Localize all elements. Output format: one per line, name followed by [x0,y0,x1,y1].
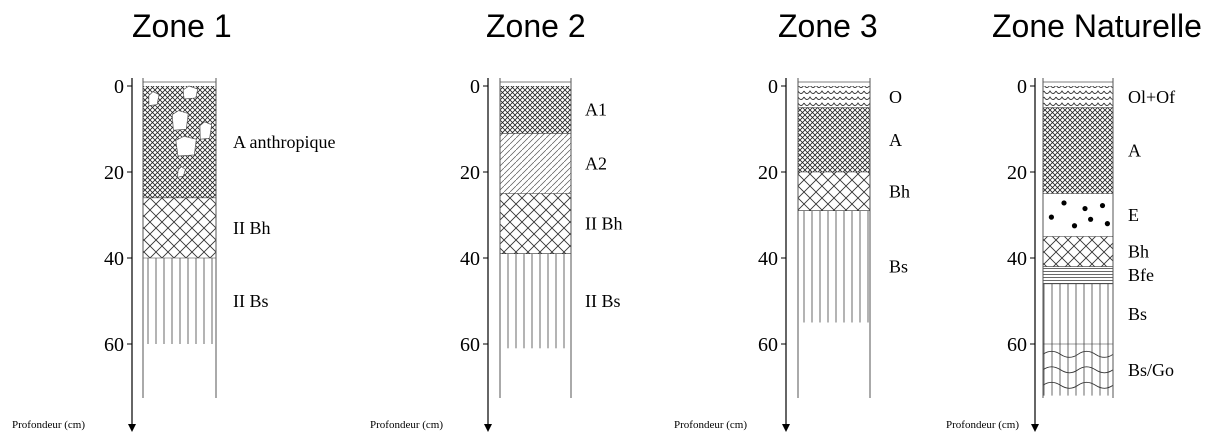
zone-naturelle-title: Zone Naturelle [992,8,1202,44]
tick-label: 20 [758,162,778,184]
zone-profile: A anthropique II Bh II Bs 0 20 40 60Profondeur… [12,76,335,432]
horizon-label: II Bs [585,291,621,311]
horizon-layer [1043,236,1113,267]
tick-label: 40 [104,248,124,270]
horizon-layer [143,197,216,258]
axis-label: Profondeur (cm) [370,419,443,431]
horizon-layer [500,133,571,194]
clast-mark [171,110,189,131]
tick-label: 20 [460,162,480,184]
horizon-layer [500,86,571,134]
tick-label: 40 [1007,248,1027,270]
horizon-layer [500,253,571,349]
horizon-label: Bfe [1128,265,1154,285]
wave-mark [1042,350,1114,358]
horizon-label: Bh [1128,242,1149,262]
clast-mark [175,135,197,157]
horizon-label: II Bs [233,291,269,311]
tick-label: 60 [104,334,124,356]
horizon-layer [798,107,870,172]
horizon-label: E [1128,205,1139,225]
clast-mark [148,91,160,107]
arrow-down-icon [782,424,790,432]
horizon-layer [143,258,216,344]
axis-label: Profondeur (cm) [12,419,85,431]
dot-mark [1088,216,1094,222]
clast-mark [182,85,199,100]
tick-label: 60 [1007,334,1027,356]
tick-label: 40 [460,248,480,270]
horizon-label: A [889,130,902,150]
clast-mark [199,121,213,140]
wave-mark [1042,366,1114,374]
axis-label: Profondeur (cm) [674,419,747,431]
tick-label: 40 [758,248,778,270]
horizon-label: Bs/Go [1128,360,1174,380]
tick-label: 0 [1017,76,1027,98]
zone-3-title: Zone 3 [778,8,878,44]
wave-mark [1042,381,1114,389]
horizon-layer [798,86,870,108]
horizon-label: A1 [585,100,607,120]
dot-mark [1104,221,1110,227]
horizon-label: A [1128,141,1141,161]
horizon-label: Bs [889,257,908,277]
horizon-layer [798,210,870,323]
horizon-label: A anthropique [233,132,335,152]
horizon-label: A2 [585,153,607,173]
tick-label: 20 [1007,162,1027,184]
tick-label: 0 [470,76,480,98]
zone-2-title: Zone 2 [486,8,586,44]
horizon-label: II Bh [233,218,271,238]
horizon-layer [1043,86,1113,108]
horizon-layer [500,193,571,254]
tick-label: 0 [768,76,778,98]
tick-label: 60 [758,334,778,356]
horizon-layer [1043,193,1113,237]
horizon-layer [1043,283,1113,344]
horizon-label: Bh [889,181,910,201]
horizon-label: Ol+Of [1128,87,1175,107]
arrow-down-icon [484,424,492,432]
tick-label: 60 [460,334,480,356]
horizon-layer [798,172,870,211]
horizon-label: O [889,87,902,107]
tick-label: 0 [114,76,124,98]
dot-mark [1048,214,1054,220]
clast-mark [177,166,186,178]
dot-mark [1061,200,1067,206]
zone-1-title: Zone 1 [132,8,232,44]
dot-mark [1082,205,1088,212]
horizon-layer [1043,107,1113,194]
dot-mark [1071,223,1078,229]
tick-label: 20 [104,162,124,184]
horizon-label: Bs [1128,304,1147,324]
axis-label: Profondeur (cm) [946,419,1019,431]
horizon-label: II Bh [585,214,623,234]
arrow-down-icon [1031,424,1039,432]
dot-mark [1099,202,1106,209]
arrow-down-icon [128,424,136,432]
horizon-layer [1043,266,1113,284]
